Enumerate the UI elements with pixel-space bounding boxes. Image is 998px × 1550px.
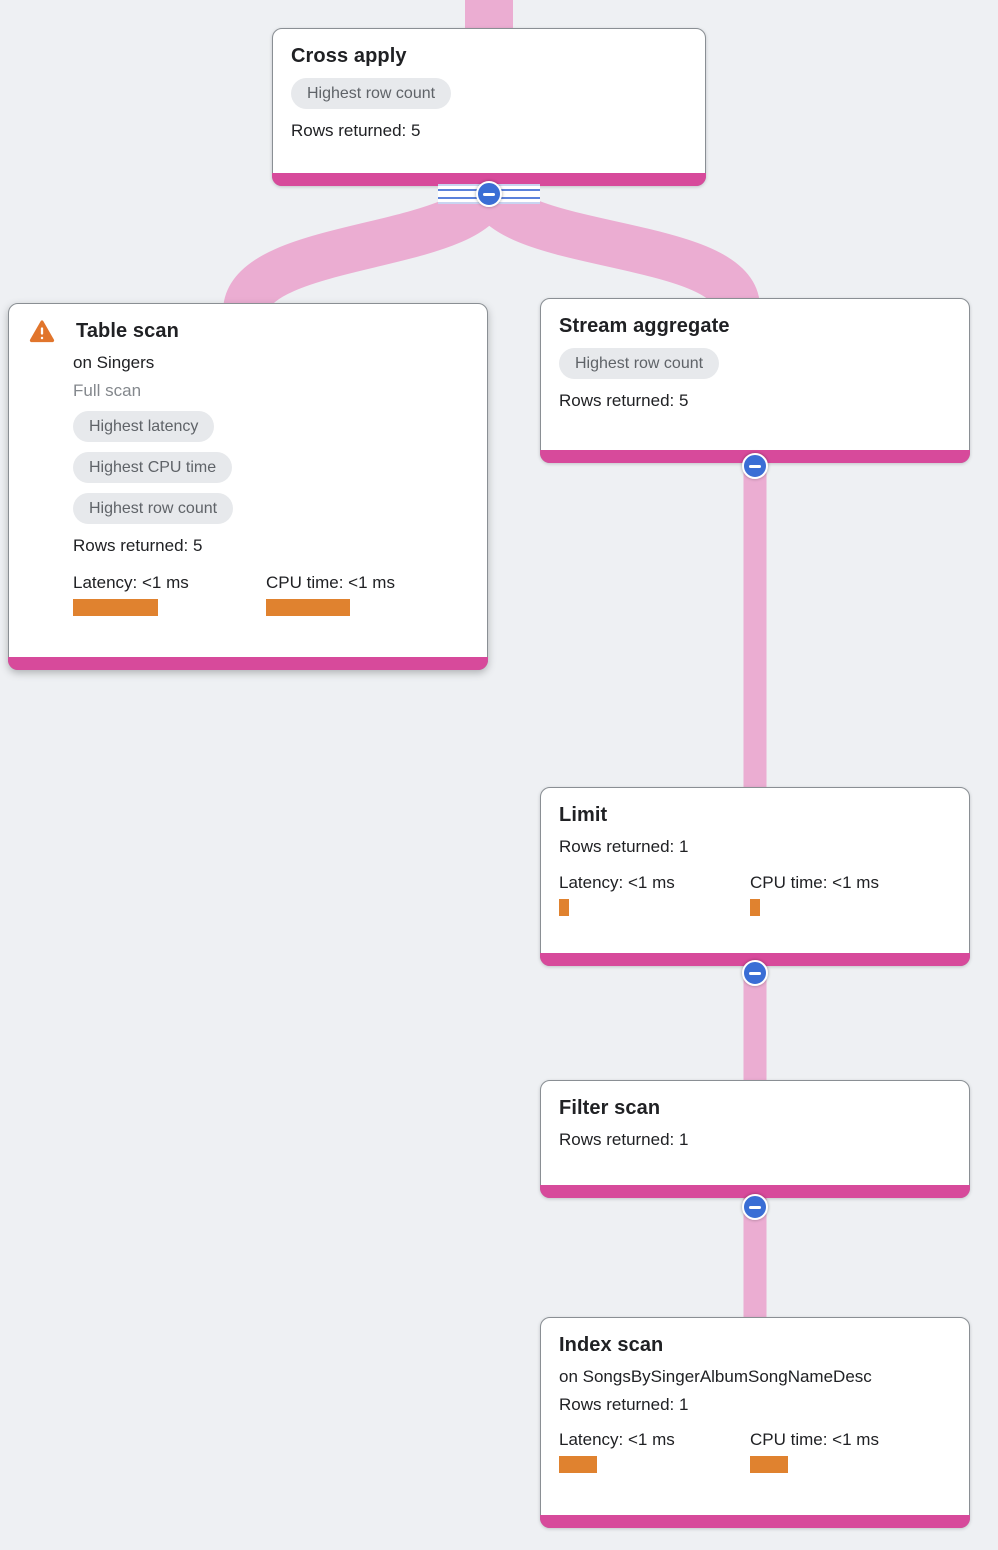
rows-returned: Rows returned: 5	[291, 121, 421, 140]
cpu-label: CPU time: <1 ms	[750, 1430, 879, 1449]
rows-returned: Rows returned: 5	[559, 391, 689, 410]
node-limit[interactable]: Limit Rows returned: 1 Latency: <1 ms CP…	[540, 787, 970, 966]
collapse-button-stream-aggregate[interactable]	[742, 453, 768, 479]
latency-label: Latency: <1 ms	[559, 873, 675, 892]
latency-bar	[559, 899, 569, 916]
node-stream-aggregate[interactable]: Stream aggregate Highest row count Rows …	[540, 298, 970, 463]
node-subtitle: on SongsBySingerAlbumSongNameDesc	[559, 1367, 872, 1386]
rows-returned: Rows returned: 1	[559, 1395, 689, 1414]
node-title: Limit	[559, 804, 608, 826]
cpu-bar	[750, 1456, 788, 1473]
rows-returned: Rows returned: 5	[73, 536, 203, 555]
cpu-metric: CPU time: <1 ms	[750, 1430, 943, 1473]
node-accent-bar	[540, 953, 970, 966]
minus-circle-icon	[749, 464, 761, 468]
node-title: Table scan	[76, 320, 179, 342]
cpu-bar	[266, 599, 350, 616]
collapse-button-cross-apply[interactable]	[476, 181, 502, 207]
cpu-label: CPU time: <1 ms	[750, 873, 879, 892]
node-table-scan[interactable]: Table scan on Singers Full scan Highest …	[8, 303, 488, 670]
link-cross-apply-to-stream-aggregate	[466, 178, 760, 312]
latency-label: Latency: <1 ms	[73, 573, 189, 592]
latency-label: Latency: <1 ms	[559, 1430, 675, 1449]
collapse-button-limit[interactable]	[742, 960, 768, 986]
badge-highest-row-count: Highest row count	[73, 493, 234, 524]
cpu-bar	[750, 899, 760, 916]
badge-highest-row-count: Highest row count	[559, 348, 720, 379]
latency-metric: Latency: <1 ms	[559, 873, 750, 916]
minus-circle-icon	[483, 192, 495, 196]
rows-returned: Rows returned: 1	[559, 1130, 689, 1149]
cpu-metric: CPU time: <1 ms	[266, 573, 459, 616]
latency-metric: Latency: <1 ms	[73, 573, 266, 616]
node-accent-bar	[540, 1185, 970, 1198]
node-note: Full scan	[73, 381, 142, 400]
node-cross-apply[interactable]: Cross apply Highest row count Rows retur…	[272, 28, 706, 186]
node-index-scan[interactable]: Index scan on SongsBySingerAlbumSongName…	[540, 1317, 970, 1528]
node-subtitle: on Singers	[73, 353, 155, 372]
minus-circle-icon	[749, 971, 761, 975]
warning-triangle-icon	[29, 320, 55, 343]
rows-returned: Rows returned: 1	[559, 837, 689, 856]
node-filter-scan[interactable]: Filter scan Rows returned: 1	[540, 1080, 970, 1198]
node-title: Index scan	[559, 1334, 664, 1356]
node-title: Filter scan	[559, 1097, 661, 1119]
collapse-button-filter-scan[interactable]	[742, 1194, 768, 1220]
node-accent-bar	[272, 173, 706, 186]
latency-bar	[73, 599, 158, 616]
cpu-metric: CPU time: <1 ms	[750, 873, 943, 916]
node-accent-bar	[8, 657, 488, 670]
badge-highest-latency: Highest latency	[73, 411, 215, 442]
node-title: Cross apply	[291, 45, 407, 67]
badge-highest-row-count: Highest row count	[291, 78, 452, 109]
node-title: Stream aggregate	[559, 315, 730, 337]
minus-circle-icon	[749, 1205, 761, 1209]
node-accent-bar	[540, 1515, 970, 1528]
latency-metric: Latency: <1 ms	[559, 1430, 750, 1473]
cpu-label: CPU time: <1 ms	[266, 573, 395, 592]
badge-highest-cpu-time: Highest CPU time	[73, 452, 233, 483]
latency-bar	[559, 1456, 597, 1473]
